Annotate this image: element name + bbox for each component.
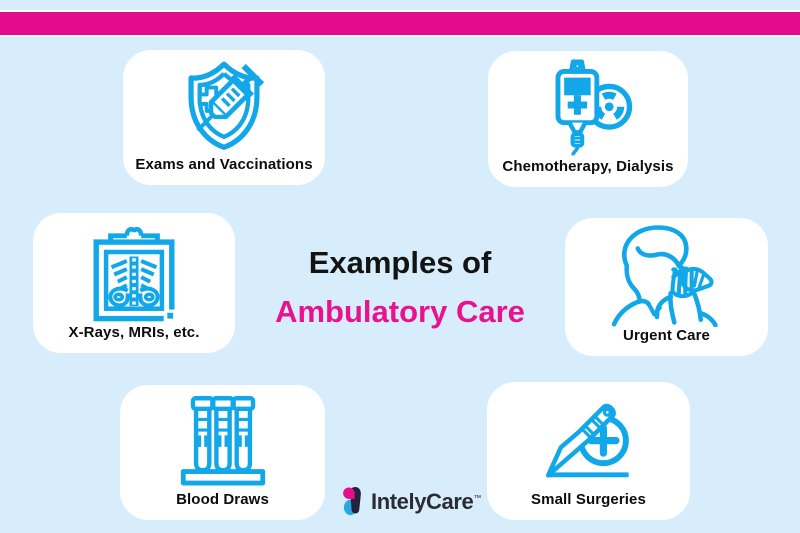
logo-name: IntelyCare [371, 488, 474, 514]
card-label: Small Surgeries [531, 491, 646, 508]
card-label: Blood Draws [176, 491, 269, 508]
card-label: Exams and Vaccinations [135, 156, 313, 173]
accent-top-bar [0, 10, 800, 37]
intelycare-wordmark: IntelyCare™ [371, 489, 481, 515]
test-tubes-icon [170, 381, 276, 491]
card-label: Urgent Care [623, 327, 710, 344]
shield-syringe-icon [172, 48, 276, 156]
card-label: Chemotherapy, Dialysis [502, 158, 674, 175]
iv-bag-radiation-icon [535, 48, 641, 158]
card-chemotherapy-dialysis: Chemotherapy, Dialysis [488, 51, 688, 187]
title-line-1: Examples of [308, 245, 492, 280]
card-blood-draws: Blood Draws [120, 385, 325, 520]
title-line-2: Ambulatory Care [275, 294, 525, 329]
xray-icon [80, 212, 188, 324]
logo-trademark: ™ [473, 493, 481, 503]
card-urgent-care: Urgent Care [565, 218, 768, 356]
intelycare-logo: IntelyCare™ [342, 481, 481, 520]
intelycare-logo-mark [343, 486, 361, 516]
card-label: X-Rays, MRIs, etc. [68, 324, 200, 341]
page-title: Examples of Ambulatory Care [240, 245, 560, 330]
person-blowing-nose-icon [603, 218, 731, 327]
card-exams-vaccinations: Exams and Vaccinations [123, 50, 325, 185]
card-small-surgeries: Small Surgeries [487, 382, 690, 520]
card-xrays-mris: X-Rays, MRIs, etc. [33, 213, 235, 353]
scalpel-cross-icon [535, 379, 643, 491]
